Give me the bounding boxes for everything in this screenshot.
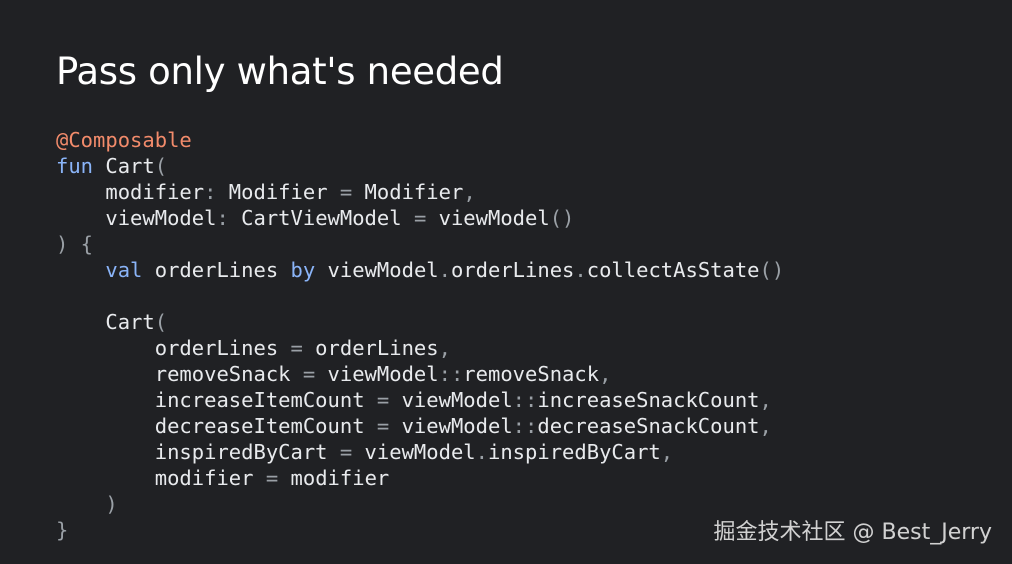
code-token: removeSnack (56, 362, 303, 386)
code-line: modifier: Modifier = Modifier, (56, 179, 784, 205)
code-token: CartViewModel (228, 206, 414, 230)
code-token: modifier (278, 466, 390, 490)
code-token: = (265, 466, 279, 490)
code-token: Cart (56, 310, 155, 334)
code-token: viewModel (352, 440, 476, 464)
code-token: viewModel (315, 258, 439, 282)
code-line: increaseItemCount = viewModel::increaseS… (56, 387, 784, 413)
code-line: decreaseItemCount = viewModel::decreaseS… (56, 413, 784, 439)
watermark: 掘金技术社区 @ Best_Jerry (713, 520, 992, 545)
code-token: , (438, 336, 451, 360)
code-token: . (438, 258, 451, 282)
code-token: orderLines (56, 336, 291, 360)
slide-title: Pass only what's needed (56, 50, 504, 93)
code-token: , (759, 414, 772, 438)
code-token: ) { (56, 232, 94, 256)
code-token: viewModel (389, 388, 513, 412)
code-token: , (759, 388, 772, 412)
code-token: val (105, 258, 143, 282)
code-line: viewModel: CartViewModel = viewModel() (56, 205, 784, 231)
code-token: orderLines (302, 336, 439, 360)
code-token: modifier (56, 180, 205, 204)
code-token: decreaseItemCount (56, 414, 377, 438)
code-token: :: (512, 388, 538, 412)
code-token: = (376, 414, 390, 438)
code-token: inspiredByCart (56, 440, 340, 464)
code-token: orderLines (450, 258, 575, 282)
code-line: orderLines = orderLines, (56, 335, 784, 361)
code-token: Cart (93, 154, 155, 178)
code-token: :: (438, 362, 464, 386)
code-token: inspiredByCart (487, 440, 661, 464)
code-token: } (56, 518, 69, 542)
code-line (56, 283, 784, 309)
code-token: = (339, 180, 353, 204)
code-token: :: (512, 414, 538, 438)
code-token: viewModel (315, 362, 439, 386)
code-token: @Composable (56, 128, 192, 152)
code-token: () (549, 206, 575, 230)
code-token: decreaseSnackCount (537, 414, 760, 438)
code-token: ( (154, 310, 168, 334)
code-token: = (413, 206, 427, 230)
code-token: , (599, 362, 612, 386)
code-token: , (463, 180, 476, 204)
code-token: increaseSnackCount (537, 388, 760, 412)
code-line: fun Cart( (56, 153, 784, 179)
code-token: : (204, 180, 217, 204)
code-token: () (759, 258, 785, 282)
code-token: viewModel (426, 206, 550, 230)
code-token: = (290, 336, 303, 360)
code-line: val orderLines by viewModel.orderLines.c… (56, 257, 784, 283)
code-token: , (660, 440, 674, 464)
code-token: collectAsState (586, 258, 760, 282)
code-token: = (376, 388, 390, 412)
code-line: modifier = modifier (56, 465, 784, 491)
code-token: Modifier (352, 180, 464, 204)
code-line: Cart( (56, 309, 784, 335)
code-token: = (339, 440, 353, 464)
code-token (56, 258, 105, 282)
code-token: fun (56, 154, 94, 178)
code-token: = (302, 362, 316, 386)
code-token: ( (154, 154, 168, 178)
code-token: ) (56, 492, 118, 516)
code-token: viewModel (389, 414, 513, 438)
code-token: viewModel (56, 206, 217, 230)
code-token: Modifier (216, 180, 340, 204)
code-token: removeSnack (463, 362, 600, 386)
code-line: inspiredByCart = viewModel.inspiredByCar… (56, 439, 784, 465)
code-line: removeSnack = viewModel::removeSnack, (56, 361, 784, 387)
code-line: } (56, 517, 784, 543)
code-token: : (216, 206, 229, 230)
code-token: . (574, 258, 587, 282)
code-token: modifier (56, 466, 266, 490)
code-line: @Composable (56, 127, 784, 153)
code-token: increaseItemCount (56, 388, 377, 412)
code-line: ) { (56, 231, 784, 257)
code-token: orderLines (142, 258, 291, 282)
code-token: . (475, 440, 488, 464)
code-line: ) (56, 491, 784, 517)
code-token: by (290, 258, 316, 282)
